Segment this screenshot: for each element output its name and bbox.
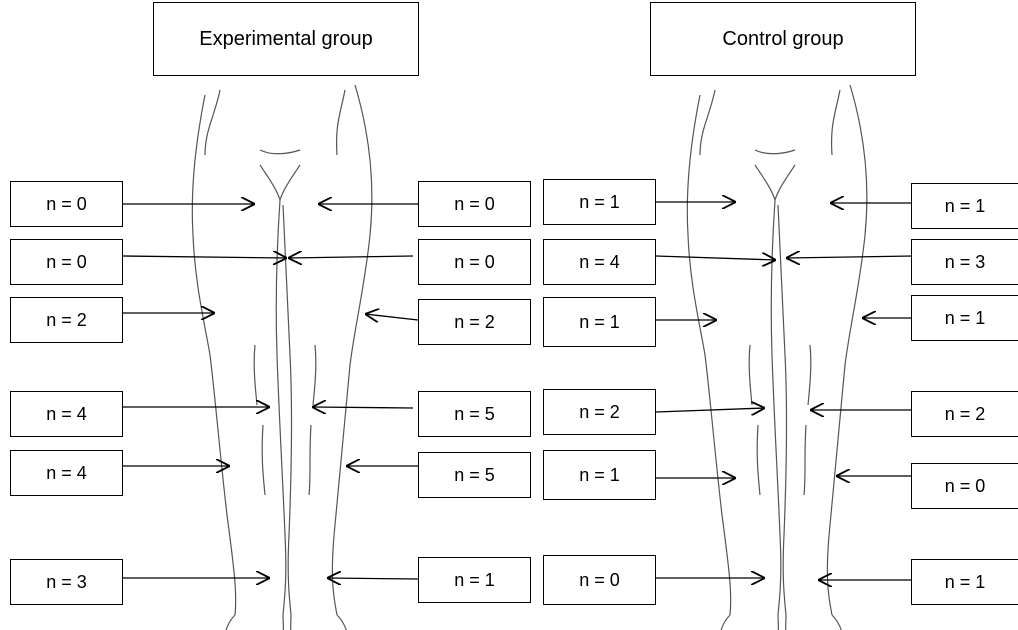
ctrl-left-label-6: n = 0 (543, 555, 656, 605)
exp-right-label-2: n = 0 (418, 239, 531, 285)
exp-right-label-3: n = 2 (418, 299, 531, 345)
exp-left-label-3: n = 2 (10, 297, 123, 343)
exp-left-label-5: n = 4 (10, 450, 123, 496)
exp-left-label-4: n = 4 (10, 391, 123, 437)
pointer-arrow (365, 314, 418, 320)
ctrl-right-label-2: n = 3 (911, 239, 1018, 285)
ctrl-right-label-4: n = 2 (911, 391, 1018, 437)
control-legs-outline (687, 85, 867, 630)
exp-right-label-4: n = 5 (418, 391, 531, 437)
ctrl-left-label-4: n = 2 (543, 389, 656, 435)
experimental-legs-outline (192, 85, 372, 630)
ctrl-right-label-3: n = 1 (911, 295, 1018, 341)
pointer-arrow (786, 256, 913, 258)
ctrl-left-label-3: n = 1 (543, 297, 656, 347)
ctrl-right-label-1: n = 1 (911, 183, 1018, 229)
ctrl-left-label-5: n = 1 (543, 450, 656, 500)
pointer-arrow (288, 256, 413, 258)
pointer-arrow (312, 407, 413, 408)
experimental-group-title: Experimental group (153, 2, 419, 76)
control-group-title: Control group (650, 2, 916, 76)
ctrl-left-label-2: n = 4 (543, 239, 656, 285)
exp-left-label-2: n = 0 (10, 239, 123, 285)
pointer-arrow (123, 256, 287, 258)
exp-right-label-1: n = 0 (418, 181, 531, 227)
exp-left-label-6: n = 3 (10, 559, 123, 605)
exp-right-label-6: n = 1 (418, 557, 531, 603)
ctrl-left-label-1: n = 1 (543, 179, 656, 225)
pointer-arrow (327, 578, 418, 579)
ctrl-right-label-6: n = 1 (911, 559, 1018, 605)
exp-left-label-1: n = 0 (10, 181, 123, 227)
ctrl-right-label-5: n = 0 (911, 463, 1018, 509)
pointer-arrow (656, 256, 776, 260)
exp-right-label-5: n = 5 (418, 452, 531, 498)
